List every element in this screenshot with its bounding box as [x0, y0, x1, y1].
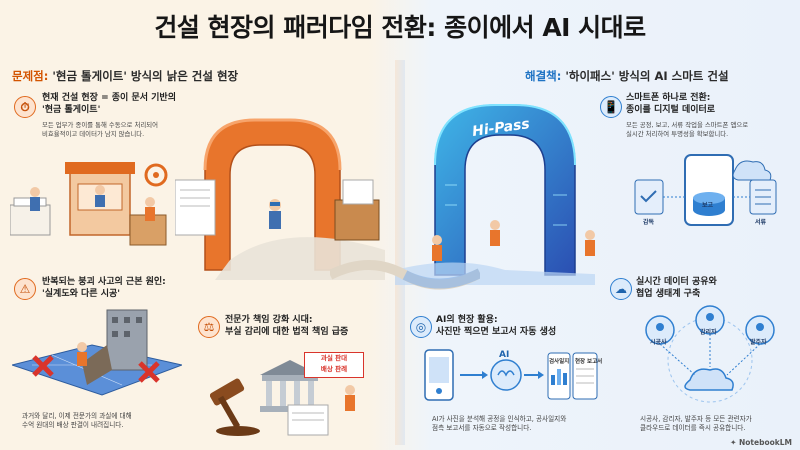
road-ribbon [330, 260, 480, 290]
watermark-text: NotebookLM [738, 438, 792, 447]
gear-icon [144, 163, 168, 187]
problem-1-body-line2: 비효율적이고 데이터가 남지 않습니다. [42, 130, 145, 138]
ai-label: AI [499, 350, 510, 360]
supervisor-label: 감리자 [700, 329, 717, 336]
solution-3-title: 실시간 데이터 공유와 협업 생태계 구축 [636, 276, 717, 300]
x-mark-icon [32, 355, 54, 377]
smartphone-icon: 📱 [600, 96, 622, 118]
page-title: 건설 현장의 패러다임 전환: 종이에서 AI 시대로 [154, 13, 646, 42]
solution-3-title-line1: 실시간 데이터 공유와 [636, 277, 717, 287]
problem-tag: 문제점: [12, 69, 49, 83]
paper-gate-illustration [175, 118, 385, 280]
solution-2-title: AI의 현장 활용: 사진만 찍으면 보고서 자동 생성 [436, 314, 556, 338]
problem-3-title-line1: 전문가 책임 강화 시대: [225, 315, 313, 325]
problem-1-body-line1: 모든 업무가 종이를 통해 수동으로 처리되어 [42, 121, 158, 129]
verdict-sign-line1: 과실 판대 [320, 354, 348, 362]
solution-3-title-line2: 협업 생태계 구축 [636, 289, 701, 299]
phone-cloud-illustration [634, 154, 777, 226]
center-divider [395, 60, 405, 445]
verdict-sign-line2: 배상 판례 [320, 365, 348, 373]
cloud-share-icon: ☁ [610, 278, 632, 300]
cloud-icon [684, 368, 734, 391]
problem-2-title: 반복되는 붕괴 사고의 근본 원인: '실계도와 다른 시공' [42, 276, 166, 300]
contractor-label: 시공사 [650, 339, 667, 346]
solution-2-title-line2: 사진만 찍으면 보고서 자동 생성 [436, 327, 557, 337]
verdict-sign: 과실 판대 배상 판례 [304, 352, 364, 378]
problem-3-title: 전문가 책임 강화 시대: 부실 감리에 대한 법적 책임 급증 [225, 314, 348, 338]
problem-heading: 문제점: '현금 톨게이트' 방식의 낡은 건설 현장 [12, 68, 238, 84]
solution-heading-text: '하이패스' 방식의 AI 스마트 건설 [561, 69, 729, 83]
problem-2-title-line2: '실계도와 다른 시공' [42, 289, 121, 299]
inspection-label: 감독 [643, 219, 655, 226]
problem-1-title: 현재 건설 현장 = 종이 문서 기반의 '현금 톨게이트' [42, 92, 176, 116]
doc-label-1: 검사일지 [549, 359, 570, 365]
x-mark-icon [138, 361, 160, 383]
solution-3-body-line1: 시공사, 감리자, 발주자 등 모든 관련자가 [640, 415, 752, 423]
problem-footer: 과거와 달리, 이제 전문가의 과실에 대해 수억 원대의 배상 판결이 내려집… [22, 412, 132, 430]
solution-1-body: 모든 공정, 보고, 서류 작업을 스마트폰 앱으로 실시간 처리하여 투명성을… [626, 121, 748, 139]
collaboration-network-illustration [645, 305, 775, 403]
solution-2-body-line2: 점측 보고서를 자동으로 작성합니다. [432, 424, 532, 432]
solution-tag: 해결책: [525, 69, 562, 83]
problem-heading-text: '현금 톨게이트' 방식의 낡은 건설 현장 [48, 69, 239, 83]
gavel-icon: ⚖ [198, 316, 220, 338]
clock-icon: ⏱ [14, 96, 36, 118]
doc-label-2: 현장 보고서 [575, 359, 603, 365]
warning-icon: ⚠ [14, 278, 36, 300]
solution-2-title-line1: AI의 현장 활용: [436, 315, 498, 325]
problem-footer-line2: 수억 원대의 배상 판결이 내려집니다. [22, 421, 124, 429]
report-label: 보고 [702, 202, 714, 209]
owner-label: 발주자 [750, 339, 767, 346]
problem-1-body: 모든 업무가 종이를 통해 수동으로 처리되어 비효율적이고 데이터가 남지 않… [42, 121, 158, 139]
ai-report-illustration [424, 349, 598, 401]
problem-1-title-line1: 현재 건설 현장 = 종이 문서 기반의 [42, 93, 176, 103]
solution-1-title-line1: 스마트폰 하나로 전환: [626, 93, 711, 103]
solution-3-body-line2: 클라우드로 데이터를 즉시 공유합니다. [640, 424, 746, 432]
notebooklm-watermark: ✦ NotebookLM [730, 438, 792, 447]
solution-2-body: AI가 사진을 분석해 공정을 인식하고, 공사일지와 점측 보고서를 자동으로… [432, 415, 566, 433]
gavel-icon [210, 378, 260, 436]
court-illustration [210, 360, 355, 436]
notebooklm-logo-icon: ✦ [730, 438, 739, 447]
toll-booth-illustration [10, 162, 168, 246]
problem-2-title-line1: 반복되는 붕괴 사고의 근본 원인: [42, 277, 166, 287]
solution-heading: 해결책: '하이패스' 방식의 AI 스마트 건설 [525, 68, 729, 84]
solution-2-body-line1: AI가 사진을 분석해 공정을 인식하고, 공사일지와 [432, 415, 567, 423]
documents-label: 서류 [755, 219, 767, 226]
solution-3-body: 시공사, 감리자, 발주자 등 모든 관련자가 클라우드로 데이터를 즉시 공유… [640, 415, 752, 433]
ai-camera-icon: ◎ [410, 316, 432, 338]
checkmark-icon [640, 190, 657, 203]
solution-1-body-line2: 실시간 처리하여 투명성을 확보합니다. [626, 130, 729, 138]
solution-1-title-line2: 종이를 디지털 데이터로 [626, 105, 716, 115]
collapse-illustration [12, 309, 182, 396]
problem-3-title-line2: 부실 감리에 대한 법적 책임 급증 [225, 327, 349, 337]
solution-1-title: 스마트폰 하나로 전환: 종이를 디지털 데이터로 [626, 92, 715, 116]
problem-1-title-line2: '현금 톨게이트' [42, 105, 101, 115]
cloud-icon [732, 160, 772, 181]
problem-footer-line1: 과거와 달리, 이제 전문가의 과실에 대해 [22, 412, 132, 420]
solution-1-body-line1: 모든 공정, 보고, 서류 작업을 스마트폰 앱으로 [626, 121, 749, 129]
